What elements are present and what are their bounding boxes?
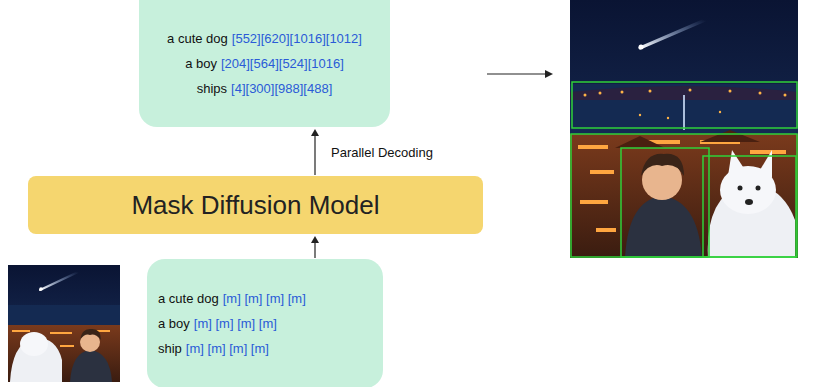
object-phrase: ship [158, 341, 182, 356]
box-tokens: [4][300][988][488] [231, 81, 332, 96]
box-tokens: [m] [m] [m] [m] [186, 341, 269, 356]
box-tokens: [552][620][1016][1012] [232, 31, 362, 46]
output-image [570, 0, 798, 258]
prompt-line: a cute dog [m] [m] [m] [m] [158, 286, 372, 311]
input-image [8, 265, 120, 382]
prompt-line: ships [4][300][988][488] [165, 76, 364, 101]
edge-label: Parallel Decoding [329, 145, 435, 160]
box-tokens: [204][564][524][1016] [221, 56, 344, 71]
output-arrow [487, 70, 553, 78]
object-phrase: ships [197, 81, 227, 96]
output-text-box: a cute dog [552][620][1016][1012] a boy [20… [139, 0, 390, 127]
box-tokens: [m] [m] [m] [m] [194, 316, 277, 331]
object-phrase: a boy [158, 316, 190, 331]
prompt-line: ship [m] [m] [m] [m] [158, 336, 372, 361]
object-phrase: a cute dog [167, 31, 228, 46]
flow-arrow [311, 236, 319, 258]
box-tokens: [m] [m] [m] [m] [223, 291, 306, 306]
prompt-line: a cute dog [552][620][1016][1012] [165, 26, 364, 51]
model-band: Mask Diffusion Model [28, 176, 483, 234]
object-phrase: a cute dog [158, 291, 219, 306]
model-name: Mask Diffusion Model [131, 190, 379, 221]
prompt-line: a boy [204][564][524][1016] [165, 51, 364, 76]
input-text-box: a cute dog [m] [m] [m] [m] a boy [m] [m] [m… [147, 259, 383, 387]
prompt-line: a boy [m] [m] [m] [m] [158, 311, 372, 336]
object-phrase: a boy [185, 56, 217, 71]
flow-arrow [311, 129, 319, 175]
